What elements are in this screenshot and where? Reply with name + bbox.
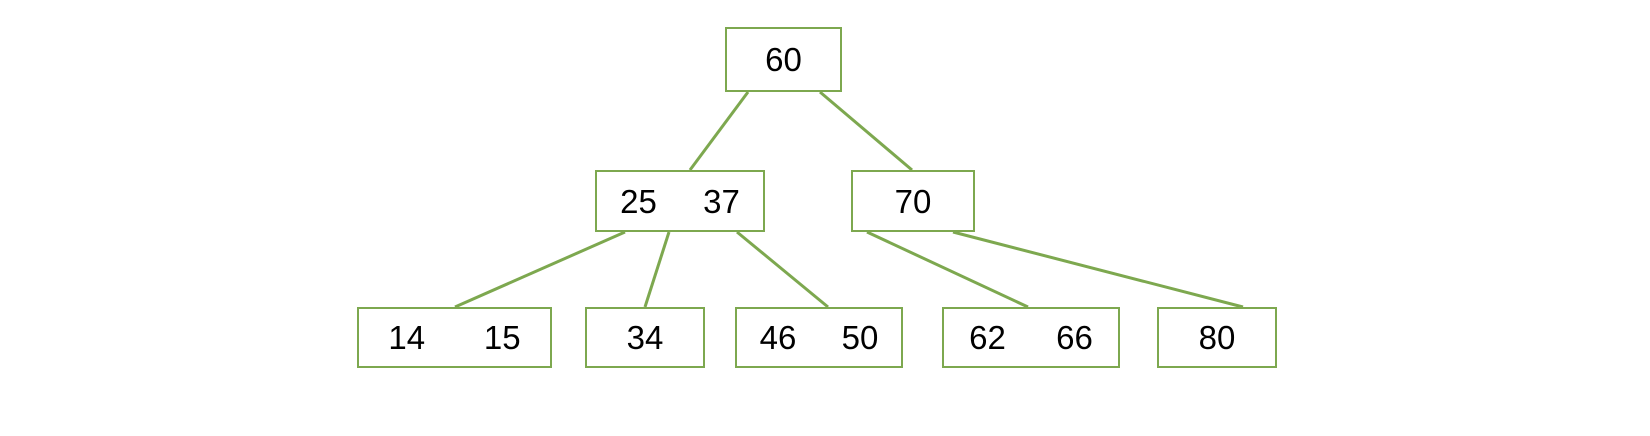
- tree-node-internal-left[interactable]: 25 37: [595, 170, 765, 232]
- tree-edge: [688, 91, 750, 171]
- tree-edge: [819, 90, 913, 172]
- tree-node-leaf-3[interactable]: 46 50: [735, 307, 903, 368]
- tree-node-leaf-2[interactable]: 34: [585, 307, 705, 368]
- tree-edge: [952, 230, 1244, 309]
- tree-node-leaf-5[interactable]: 80: [1157, 307, 1277, 368]
- tree-node-internal-right[interactable]: 70: [851, 170, 975, 232]
- node-key: 60: [765, 41, 802, 78]
- node-key: 15: [483, 319, 521, 356]
- tree-node-root[interactable]: 60: [725, 27, 842, 92]
- node-key: 62: [969, 319, 1006, 356]
- node-key: 70: [894, 182, 932, 220]
- tree-edge: [736, 230, 829, 309]
- node-key: 46: [759, 319, 797, 356]
- node-key: 80: [1198, 319, 1236, 356]
- tree-edge: [866, 230, 1029, 309]
- tree-edge: [643, 231, 671, 308]
- node-key: 50: [841, 319, 879, 356]
- tree-node-leaf-1[interactable]: 14 15: [357, 307, 552, 368]
- node-key: 37: [703, 182, 740, 220]
- node-key: 34: [626, 319, 664, 356]
- node-key: 14: [388, 319, 426, 356]
- node-key: 66: [1056, 319, 1093, 356]
- tree-node-leaf-4[interactable]: 62 66: [942, 307, 1120, 368]
- node-key: 25: [620, 182, 657, 220]
- tree-edge: [454, 230, 626, 309]
